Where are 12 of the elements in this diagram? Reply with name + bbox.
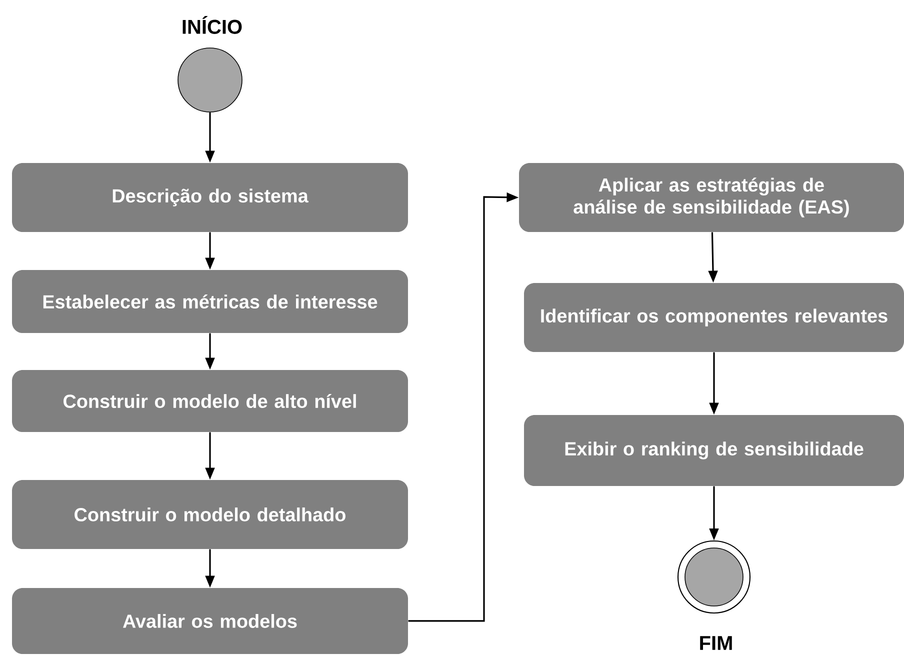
- circle-label: INÍCIO: [182, 16, 242, 34]
- end-circle: [677, 540, 751, 614]
- process-box: Identificar os componentes relevantes: [524, 283, 904, 352]
- circle-label: FIM: [700, 636, 732, 650]
- process-box: Exibir o ranking de sensibilidade: [524, 414, 904, 486]
- process-box: Estabelecer as métricas de interesse: [12, 270, 408, 333]
- start-circle: [178, 48, 242, 112]
- process-box: Construir o modelo de alto nível: [12, 370, 408, 432]
- process-box: Avaliar os modelos: [12, 588, 408, 654]
- process-box: Construir o modelo detalhado: [12, 480, 408, 549]
- process-box: Descrição do sistema: [12, 163, 408, 232]
- process-box: Aplicar as estratégias de análise de sensibilidade (EAS): [519, 163, 904, 232]
